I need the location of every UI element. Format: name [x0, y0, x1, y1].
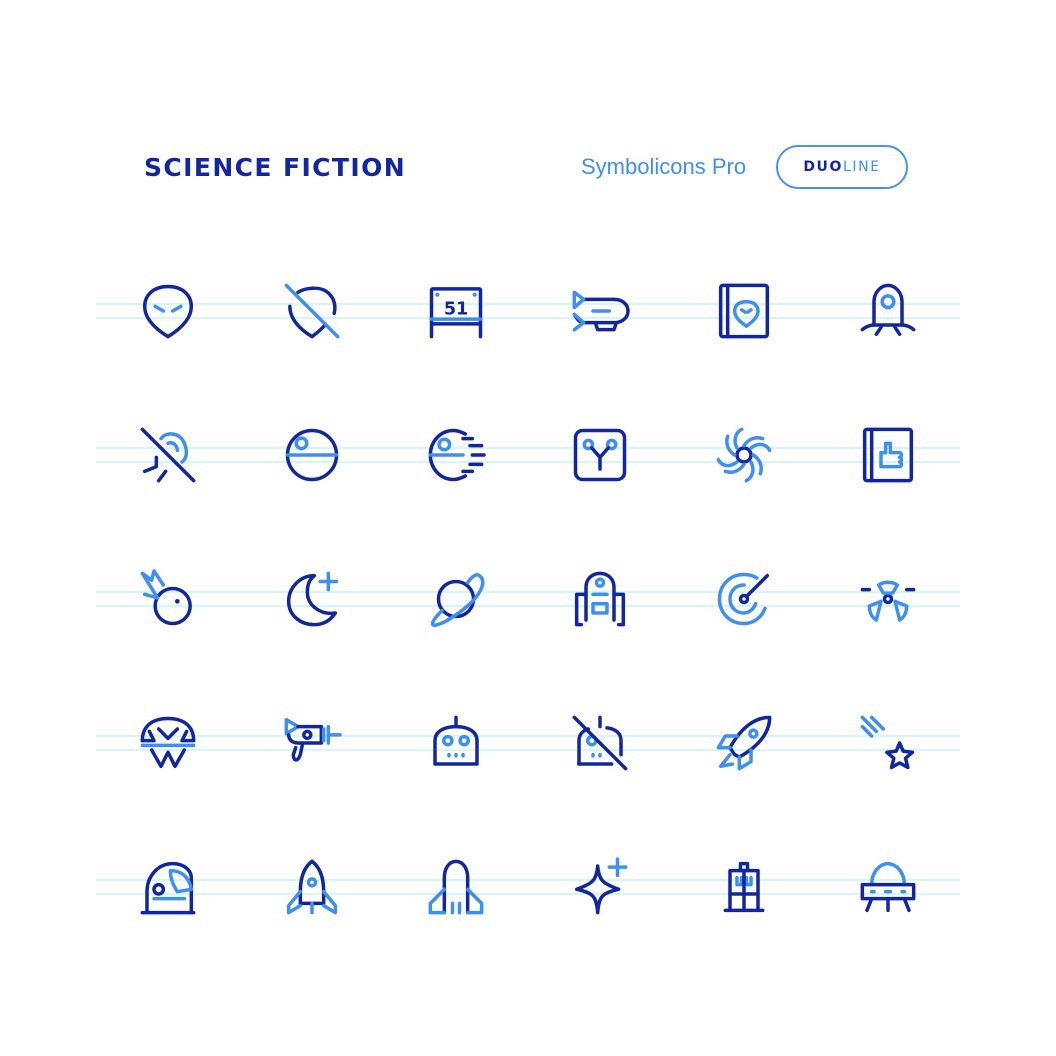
badge-part-line: LINE	[843, 159, 881, 175]
rocket-icon	[284, 859, 340, 915]
hand-book-icon	[860, 427, 916, 483]
planet-icon	[428, 571, 485, 627]
space-helmet-icon	[140, 859, 196, 915]
radar-icon	[716, 571, 772, 627]
rocket-launch-icon	[716, 715, 772, 771]
radiation-icon	[860, 571, 916, 627]
moon-plus-icon	[284, 571, 340, 627]
no-alien-icon	[284, 283, 340, 339]
death-star-speed-icon	[428, 427, 486, 483]
brand-name: Symbolicons Pro	[581, 154, 747, 179]
ray-gun-icon	[284, 715, 342, 771]
tardis-icon	[716, 859, 772, 915]
robot-face-icon	[572, 427, 628, 483]
no-robot-icon	[572, 715, 628, 771]
one-eyed-alien-icon	[860, 283, 916, 339]
no-listening-icon	[140, 427, 196, 483]
badge-part-duo: DUO	[803, 159, 844, 175]
page-title: SCIENCE FICTION	[144, 153, 407, 182]
ufo-icon	[860, 859, 916, 915]
robot-head-icon	[428, 715, 484, 771]
svg-text:51: 51	[444, 300, 468, 320]
death-star-icon	[284, 427, 340, 483]
r2-robot-icon	[572, 571, 628, 627]
space-shuttle-icon	[428, 859, 484, 915]
black-hole-icon	[716, 427, 772, 483]
blimp-icon	[572, 283, 630, 339]
area-51-icon: 51	[428, 283, 484, 339]
alien-book-icon	[716, 283, 772, 339]
shooting-star-icon	[860, 715, 916, 771]
sparkle-plus-icon	[572, 857, 628, 915]
alien-icon	[140, 283, 196, 339]
radiation-split-icon	[140, 715, 196, 771]
meteor-icon	[140, 569, 196, 627]
